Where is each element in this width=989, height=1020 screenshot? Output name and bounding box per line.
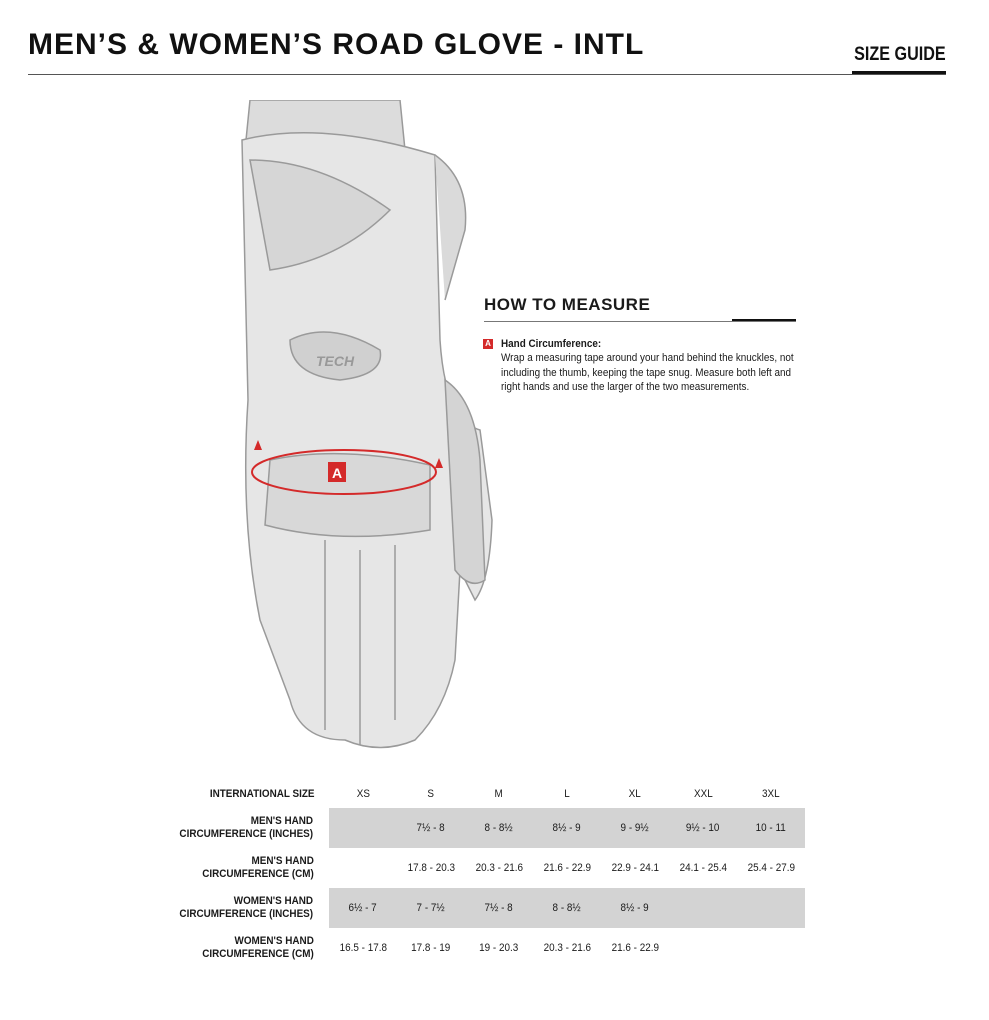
knuckle-guard [264, 452, 431, 538]
how-to-measure-heading: HOW TO MEASURE [484, 295, 651, 314]
page-title: MEN’S & WOMEN’S ROAD GLOVE - INTL [28, 28, 645, 61]
table-cell: 21.6 - 22.9 [543, 862, 591, 874]
table-cell: 6½ - 7 [329, 888, 397, 928]
size-header: L [564, 788, 570, 800]
thumb [444, 378, 486, 585]
table-cell: 21.6 - 22.9 [611, 942, 659, 954]
table-cell: 7 - 7½ [397, 888, 465, 928]
measure-tape-line [251, 449, 437, 495]
how-to-measure-divider-accent [732, 319, 796, 321]
table-cell: 22.9 - 24.1 [611, 862, 659, 874]
logo-patch [289, 331, 382, 381]
table-cell: 8½ - 9 [601, 888, 669, 928]
measure-item-title: Hand Circumference: [501, 338, 602, 350]
measure-item-text: Wrap a measuring tape around your hand b… [501, 352, 794, 393]
table-cell: 17.8 - 19 [411, 942, 451, 954]
size-header: XL [628, 788, 642, 800]
marker-a-badge [328, 462, 346, 482]
table-cell: 17.8 - 20.3 [407, 862, 455, 874]
table-cell: 9 - 9½ [601, 808, 669, 848]
glove-body [241, 132, 493, 749]
table-cell [669, 928, 737, 968]
table-cell: 8 - 8½ [465, 808, 533, 848]
size-header: 3XL [762, 788, 780, 800]
marker-a-badge: A [483, 339, 493, 349]
table-cell: 8½ - 9 [533, 808, 601, 848]
table-cell: 19 - 20.3 [479, 942, 519, 954]
header-label: INTERNATIONAL SIZE [209, 787, 315, 800]
glove-illustration: TECH A [241, 100, 493, 749]
table-cell: 24.1 - 25.4 [679, 862, 727, 874]
arrow-right-icon [435, 458, 443, 468]
table-header-row: INTERNATIONAL SIZE XS S M L XL XXL 3XL [170, 780, 805, 808]
table-cell: 8 - 8½ [533, 888, 601, 928]
table-cell: 25.4 - 27.9 [747, 862, 795, 874]
size-header: M [494, 788, 504, 800]
size-header: XS [356, 788, 370, 800]
how-to-measure-divider [484, 321, 796, 322]
table-cell [669, 888, 737, 928]
size-header: XXL [693, 788, 713, 800]
table-cell [329, 808, 397, 848]
table-cell: 9½ - 10 [669, 808, 737, 848]
table-cell: 16.5 - 17.8 [339, 942, 387, 954]
table-cell: 20.3 - 21.6 [475, 862, 523, 874]
table-cell [737, 888, 805, 928]
header-divider-accent [852, 71, 946, 74]
size-table: INTERNATIONAL SIZE XS S M L XL XXL 3XL M… [170, 780, 805, 968]
size-guide-label: SIZE GUIDE [854, 44, 946, 65]
table-cell [329, 848, 397, 888]
glove-logo: TECH [316, 353, 355, 369]
header-divider [28, 74, 946, 75]
table-cell: 10 - 11 [737, 808, 805, 848]
table-cell: 7½ - 8 [397, 808, 465, 848]
arrow-left-icon [254, 440, 262, 450]
table-cell [737, 928, 805, 968]
table-cell: 7½ - 8 [465, 888, 533, 928]
size-header: S [427, 788, 435, 800]
marker-a-label: A [332, 465, 342, 481]
table-cell: 20.3 - 21.6 [543, 942, 591, 954]
